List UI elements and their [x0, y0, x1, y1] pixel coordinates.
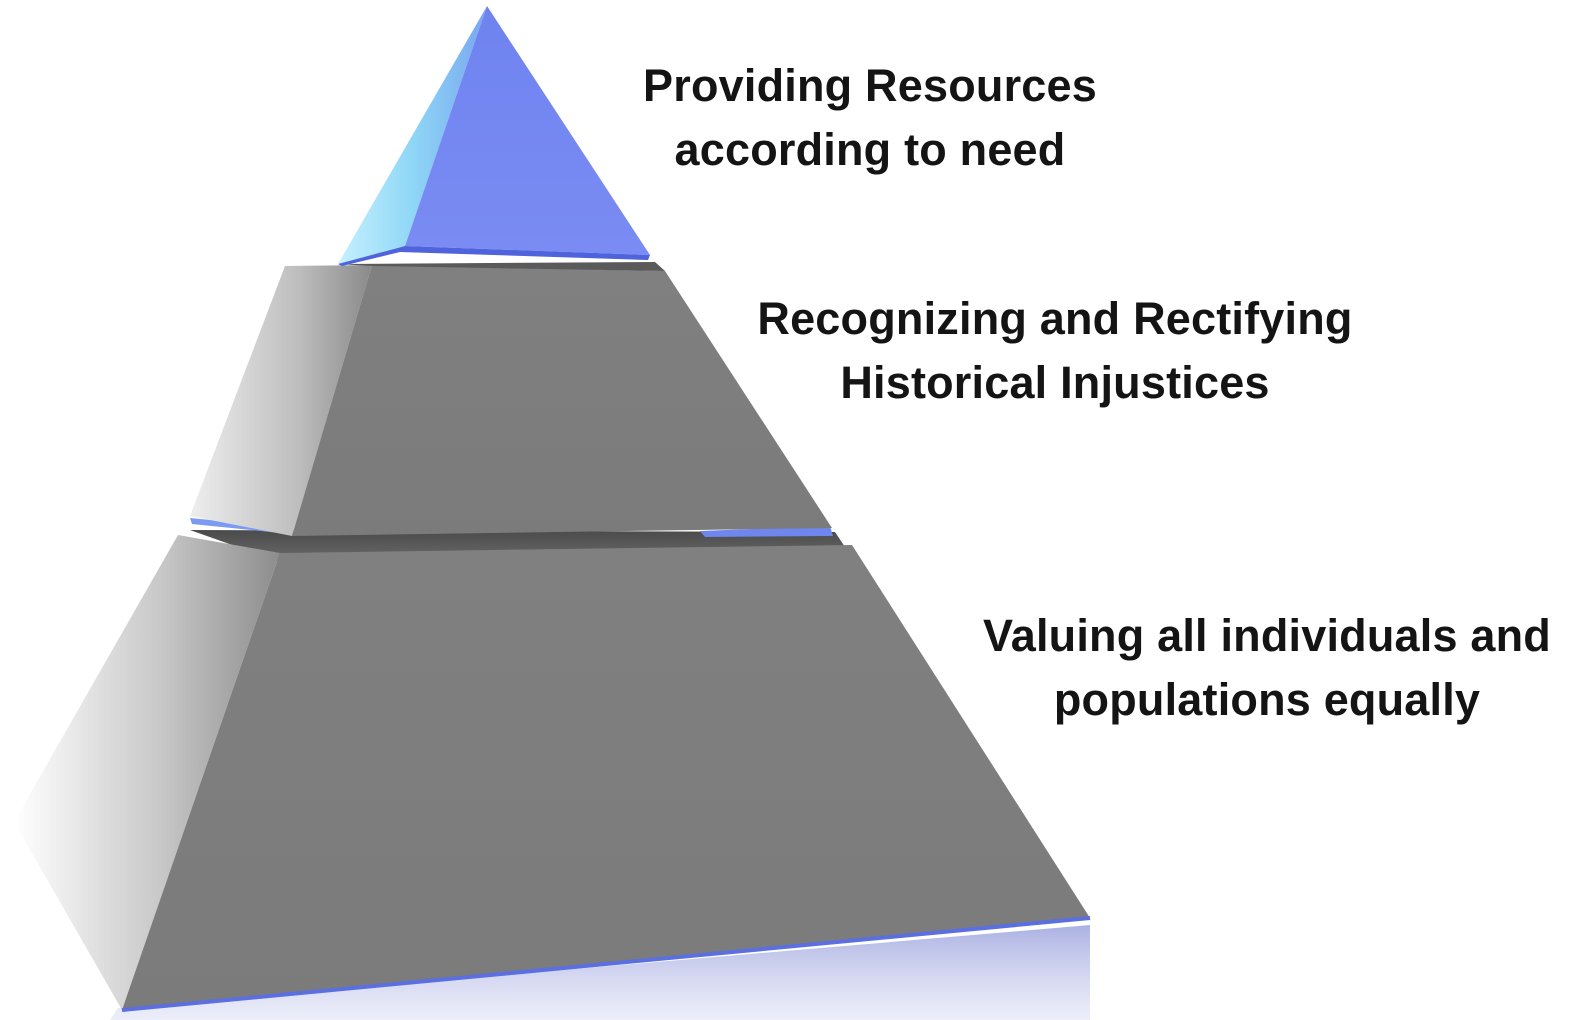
middle-tier — [190, 262, 833, 537]
label-top-line2: according to need — [674, 124, 1066, 175]
bottom-tier-left-face — [14, 535, 280, 1010]
bottom-tier-bottom-edge — [121, 916, 1091, 1012]
bottom-tier — [14, 530, 1091, 1012]
label-middle-line2: Historical Injustices — [840, 357, 1270, 408]
middle-tier-left-face — [190, 265, 372, 536]
middle-tier-top-ledge — [338, 262, 665, 271]
label-middle-tier: Recognizing and Rectifying Historical In… — [725, 287, 1385, 415]
label-bottom-tier: Valuing all individuals and populations … — [965, 604, 1569, 732]
top-tier-bottom-edge — [338, 246, 650, 266]
top-tier — [338, 6, 650, 266]
middle-tier-right-accent — [700, 526, 833, 537]
base-reflection — [110, 925, 1090, 1020]
label-middle-line1: Recognizing and Rectifying — [757, 293, 1353, 344]
top-tier-front-face — [405, 6, 650, 255]
bottom-tier-front-face — [122, 545, 1090, 1010]
top-tier-left-face — [338, 6, 487, 264]
middle-tier-front-face — [292, 265, 832, 536]
label-bottom-line2: populations equally — [1053, 674, 1481, 725]
label-top-tier: Providing Resources according to need — [610, 54, 1130, 182]
label-top-line1: Providing Resources — [643, 60, 1097, 111]
label-bottom-line1: Valuing all individuals and — [982, 610, 1551, 661]
